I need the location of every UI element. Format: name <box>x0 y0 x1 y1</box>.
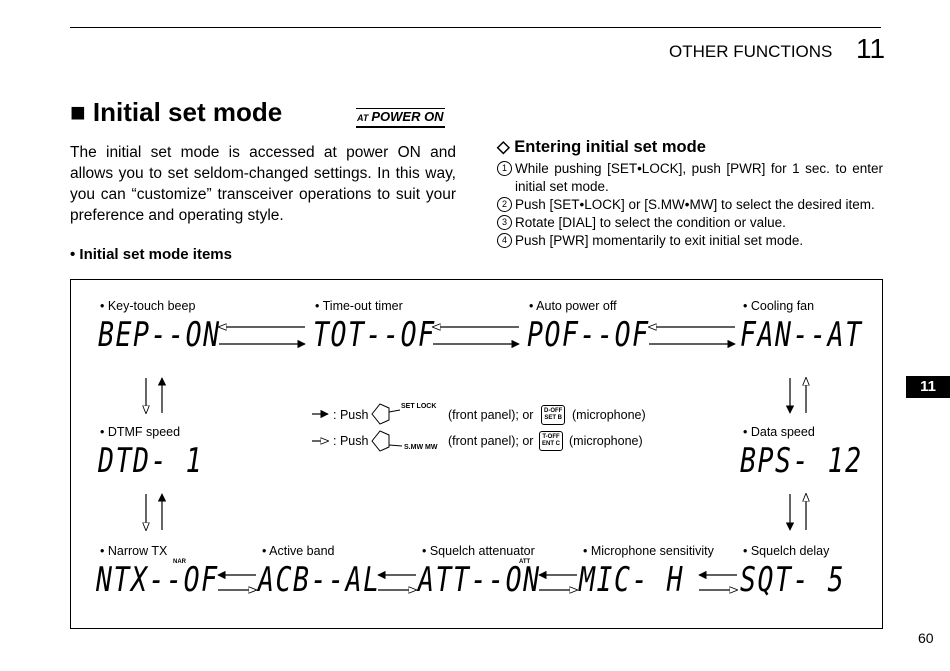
display-microphone-sensitivity: MIC- H <box>579 560 685 600</box>
step-text: Push [SET•LOCK] or [S.MW•MW] to select t… <box>515 197 875 212</box>
display-dtmf-speed: DTD- 1 <box>98 441 204 481</box>
step-text: Push [PWR] momentarily to exit initial s… <box>515 233 804 248</box>
badge-prefix: AT <box>357 113 369 123</box>
att-indicator: ATT <box>519 559 531 565</box>
item-label-active-band: • Active band <box>262 544 335 558</box>
legend-suffix: (microphone) <box>569 434 643 448</box>
set-lock-key-icon <box>371 403 390 425</box>
item-label-dtmf-speed: • DTMF speed <box>100 425 181 439</box>
step-number: 2 <box>497 197 512 212</box>
header-rule <box>70 27 881 28</box>
display-active-band: ACB--AL <box>258 560 381 600</box>
header-section: OTHER FUNCTIONS <box>669 42 833 61</box>
nar-indicator: NAR <box>173 559 186 565</box>
step-number: 3 <box>497 215 512 230</box>
legend-key-smw-mw: S.MW MW <box>404 444 438 451</box>
mic-key-top: T-OFF <box>542 434 560 440</box>
step-text: Rotate [DIAL] to select the condition or… <box>515 215 786 230</box>
item-label-time-out-timer: • Time-out timer <box>315 299 403 313</box>
display-squelch-attenuator: ATT--ON <box>418 560 541 600</box>
smw-mw-key-icon <box>371 430 390 452</box>
step-text: While pushing [SET•LOCK], push [PWR] for… <box>515 161 883 194</box>
display-narrow-tx: NTX--OF <box>96 560 219 600</box>
step-number: 4 <box>497 233 512 248</box>
legend-key-set-lock: SET LOCK <box>401 403 437 410</box>
header-chapter-number: 11 <box>856 33 886 64</box>
display-cooling-fan: FAN--AT <box>740 315 863 355</box>
mic-key-bottom: SET B <box>544 415 562 421</box>
item-label-microphone-sensitivity: • Microphone sensitivity <box>583 544 714 558</box>
legend-middle: (front panel); or <box>448 408 534 422</box>
mic-key-top: D-OFF <box>544 408 563 414</box>
item-label-squelch-delay: • Squelch delay <box>743 544 830 558</box>
legend-middle: (front panel); or <box>448 434 534 448</box>
legend-prefix: : Push <box>333 408 369 422</box>
item-label-cooling-fan: • Cooling fan <box>743 299 815 313</box>
item-label-squelch-attenuator: • Squelch attenuator <box>422 544 535 558</box>
legend-prefix: : Push <box>333 434 369 448</box>
item-label-narrow-tx: • Narrow TX <box>100 544 168 558</box>
section-title: ■ Initial set mode <box>70 97 283 127</box>
intro-paragraph: The initial set mode is accessed at powe… <box>70 144 456 224</box>
entering-heading: ◇ Entering initial set mode <box>497 138 706 156</box>
display-time-out-timer: TOT--OF <box>313 315 436 355</box>
item-label-key-touch-beep: • Key-touch beep <box>100 299 196 313</box>
item-label-data-speed: • Data speed <box>743 425 815 439</box>
display-data-speed: BPS- 12 <box>740 441 863 481</box>
initial-set-diagram <box>70 279 883 629</box>
display-key-touch-beep: BEP--ON <box>98 315 221 355</box>
mic-key-bottom: ENT C <box>542 441 560 447</box>
display-auto-power-off: POF--OF <box>527 315 650 355</box>
item-label-auto-power-off: • Auto power off <box>529 299 617 313</box>
page-number: 60 <box>918 630 934 646</box>
chapter-tab: 11 <box>906 376 950 398</box>
items-heading: • Initial set mode items <box>70 246 232 263</box>
display-squelch-delay: SQT- 5 <box>740 560 846 600</box>
legend-suffix: (microphone) <box>572 408 646 422</box>
badge-text: POWER ON <box>371 109 444 124</box>
step-number: 1 <box>497 161 512 176</box>
